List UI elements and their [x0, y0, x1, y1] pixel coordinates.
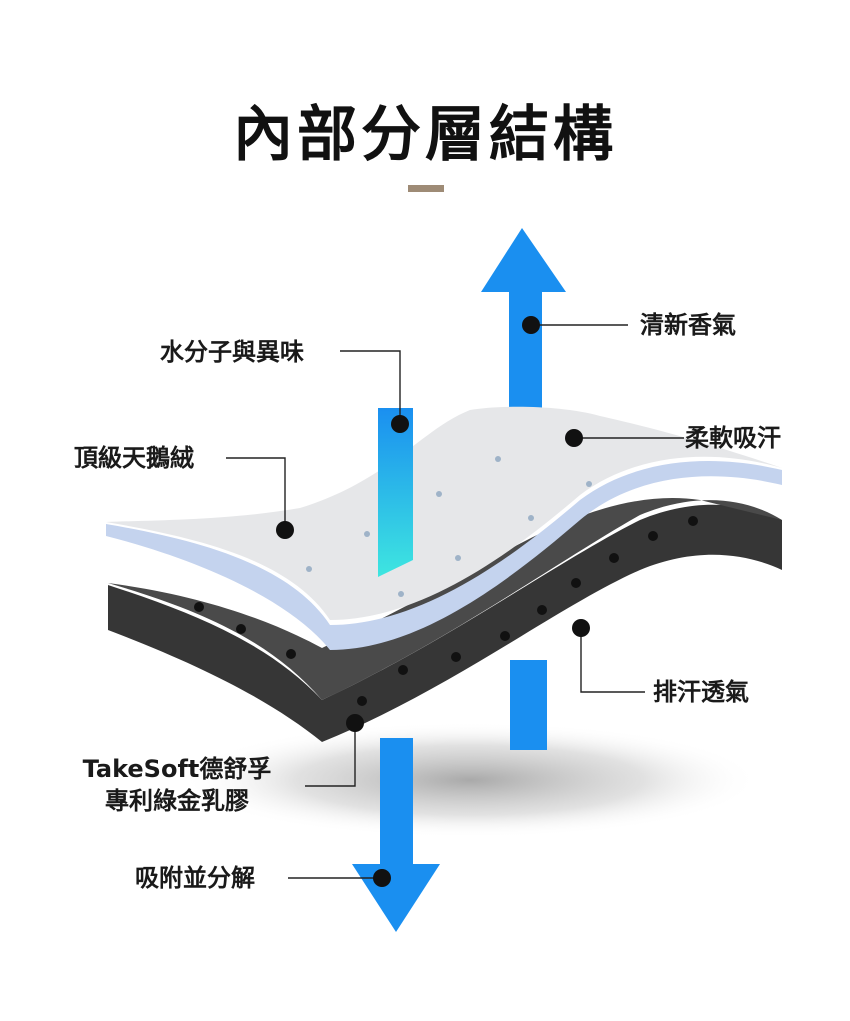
dot-marker-icon: [522, 316, 540, 334]
label-down-fill: 頂級天鵝絨: [74, 444, 194, 472]
molecule-arrow: [378, 408, 413, 577]
line-latex: [305, 723, 356, 787]
label-absorb-decompose: 吸附並分解: [135, 864, 255, 892]
label-fresh-scent: 清新香氣: [640, 311, 736, 339]
callout-lines: [226, 324, 684, 879]
latex-pores: [194, 516, 698, 706]
dot-marker-icon: [391, 415, 409, 433]
callout-markers: [276, 316, 590, 887]
label-breathable: 排汗透氣: [653, 678, 749, 706]
dot-marker-icon: [565, 429, 583, 447]
page-title: 內部分層結構: [233, 100, 617, 170]
line-water-odor: [340, 350, 401, 424]
line-down-fill: [226, 457, 286, 530]
title-accent-bar: [408, 185, 444, 192]
dot-marker-icon: [572, 619, 590, 637]
label-water-odor: 水分子與異味: [160, 338, 304, 366]
label-soft-absorb: 柔軟吸汗: [685, 424, 781, 452]
dot-marker-icon: [373, 869, 391, 887]
label-latex-line2: 專利綠金乳膠: [105, 787, 249, 815]
label-latex-line1: TakeSoft德舒孚: [82, 755, 272, 783]
line-breathable: [580, 628, 645, 693]
dot-marker-icon: [346, 714, 364, 732]
dot-marker-icon: [276, 521, 294, 539]
ground-shadow: [180, 722, 760, 838]
soft-layer-pores: [306, 456, 592, 597]
soft-layer: [106, 406, 782, 650]
